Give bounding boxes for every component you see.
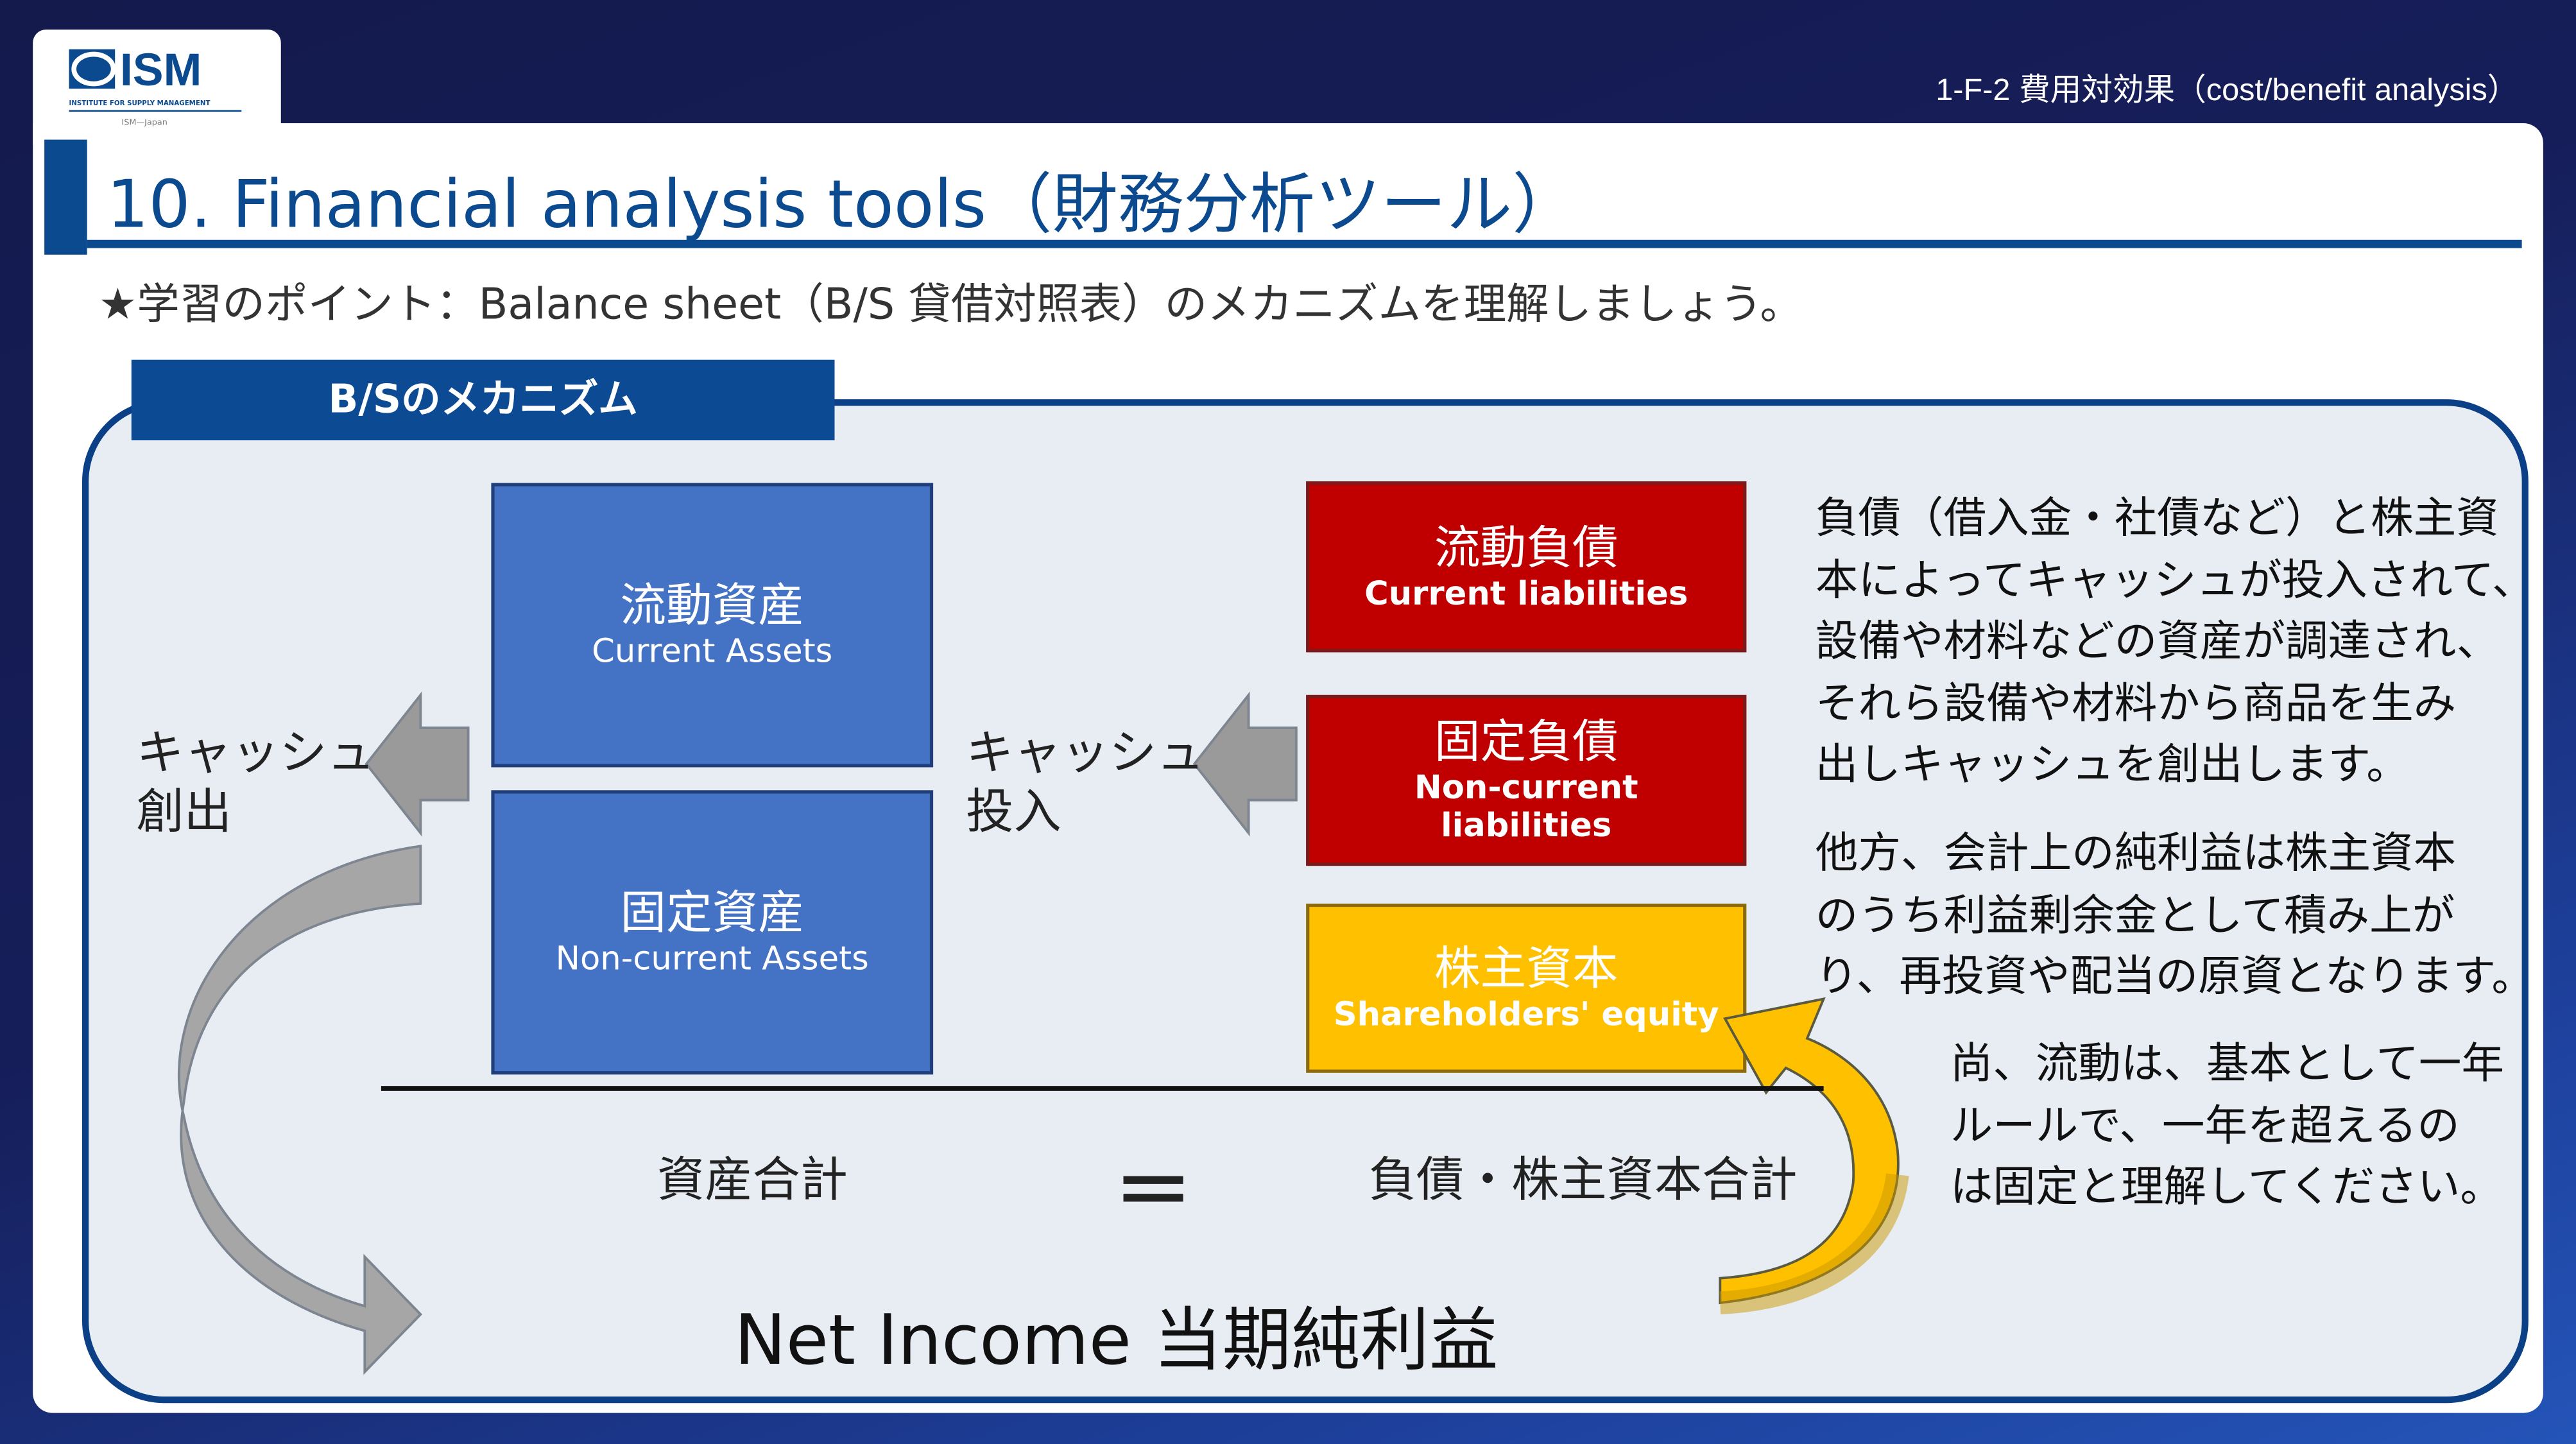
net-income-label: Net Income 当期純利益 — [734, 1299, 1498, 1380]
logo-region: ISM—Japan — [121, 118, 167, 128]
box-label-en: Non-current Assets — [555, 938, 869, 978]
curved-arrow-shade — [1719, 1173, 1909, 1314]
box-label-en: Shareholders' equity — [1333, 993, 1719, 1034]
logo-text: ISM — [120, 44, 202, 94]
current-liabilities-box: 流動負債 Current liabilities — [1306, 481, 1747, 653]
ism-logo: ISM — [69, 44, 202, 94]
box-label-en: Non-current liabilities — [1414, 767, 1638, 845]
label-line: キャッシュ — [966, 724, 1205, 780]
text-line: それら設備や材料から商品を生み — [1815, 679, 2457, 729]
arrow-left-icon — [1192, 691, 1298, 837]
text-line: のうち利益剰余金として積み上が — [1815, 891, 2455, 941]
noncurrent-liabilities-box: 固定負債 Non-current liabilities — [1306, 694, 1747, 866]
label-line: 創出 — [136, 784, 232, 840]
box-label-jp: 流動資産 — [620, 578, 805, 633]
label-line: 投入 — [966, 784, 1061, 840]
bs-diagram-panel — [82, 399, 2529, 1404]
page-title: 10. Financial analysis tools（財務分析ツール） — [107, 168, 1578, 243]
diagram-tab-label: B/Sのメカニズム — [131, 359, 835, 441]
text-line: 他方、会計上の純利益は株主資本 — [1815, 829, 2457, 879]
logo-divider — [69, 110, 242, 112]
total-assets-label: 資産合計 — [657, 1151, 848, 1208]
label-line: キャッシュ — [136, 724, 375, 780]
box-label-en: Current liabilities — [1364, 572, 1688, 612]
text-line: 本によってキャッシュが投入されて、 — [1815, 556, 2535, 606]
explanation-note: 尚、流動は、基本として一年 ルールで、一年を超えるの は固定と理解してください。 — [1950, 1035, 2504, 1220]
text-line: 設備や材料などの資産が調達され、 — [1815, 617, 2500, 667]
explanation-paragraph-2: 他方、会計上の純利益は株主資本 のうち利益剰余金として積み上が り、再投資や配当… — [1816, 825, 2534, 1010]
balance-line — [381, 1086, 1824, 1091]
text-line: り、再投資や配当の原資となります。 — [1815, 952, 2535, 1002]
shareholders-equity-box: 株主資本 Shareholders' equity — [1306, 904, 1747, 1073]
equals-sign: ＝ — [1113, 1146, 1193, 1239]
cash-input-label: キャッシュ 投入 — [966, 723, 1204, 841]
box-label-jp: 固定負債 — [1434, 714, 1619, 769]
text-line: 出しキャッシュを創出します。 — [1815, 741, 2409, 791]
explanation-paragraph-1: 負債（借入金・社債など）と株主資 本によってキャッシュが投入されて、 設備や材料… — [1816, 490, 2535, 798]
box-label-en: Current Assets — [592, 631, 833, 671]
box-label-jp: 固定資産 — [620, 885, 805, 940]
text-line: 尚、流動は、基本として一年 — [1950, 1040, 2505, 1090]
box-label-jp: 株主資本 — [1434, 941, 1619, 996]
text-line: は固定と理解してください。 — [1950, 1163, 2503, 1213]
learning-point: ★学習のポイント：Balance sheet（B/S 貸借対照表）のメカニズムを… — [98, 280, 1803, 331]
box-label-jp: 流動負債 — [1434, 520, 1619, 574]
logo-org: INSTITUTE FOR SUPPLY MANAGEMENT — [69, 98, 210, 107]
noncurrent-assets-box: 固定資産 Non-current Assets — [491, 790, 934, 1075]
curved-arrow-icon — [178, 845, 423, 1375]
title-underline — [87, 239, 2522, 248]
text-line: ルールで、一年を超えるの — [1950, 1101, 2460, 1151]
title-accent-bar — [44, 139, 87, 255]
current-assets-box: 流動資産 Current Assets — [491, 483, 934, 768]
breadcrumb: 1-F-2 費用対効果（cost/benefit analysis） — [1936, 74, 2519, 108]
cash-creation-label: キャッシュ 創出 — [136, 723, 374, 841]
total-liabilities-equity-label: 負債・株主資本合計 — [1368, 1151, 1798, 1208]
arrow-left-icon — [365, 691, 470, 837]
text-line: 負債（借入金・社債など）と株主資 — [1815, 494, 2499, 544]
